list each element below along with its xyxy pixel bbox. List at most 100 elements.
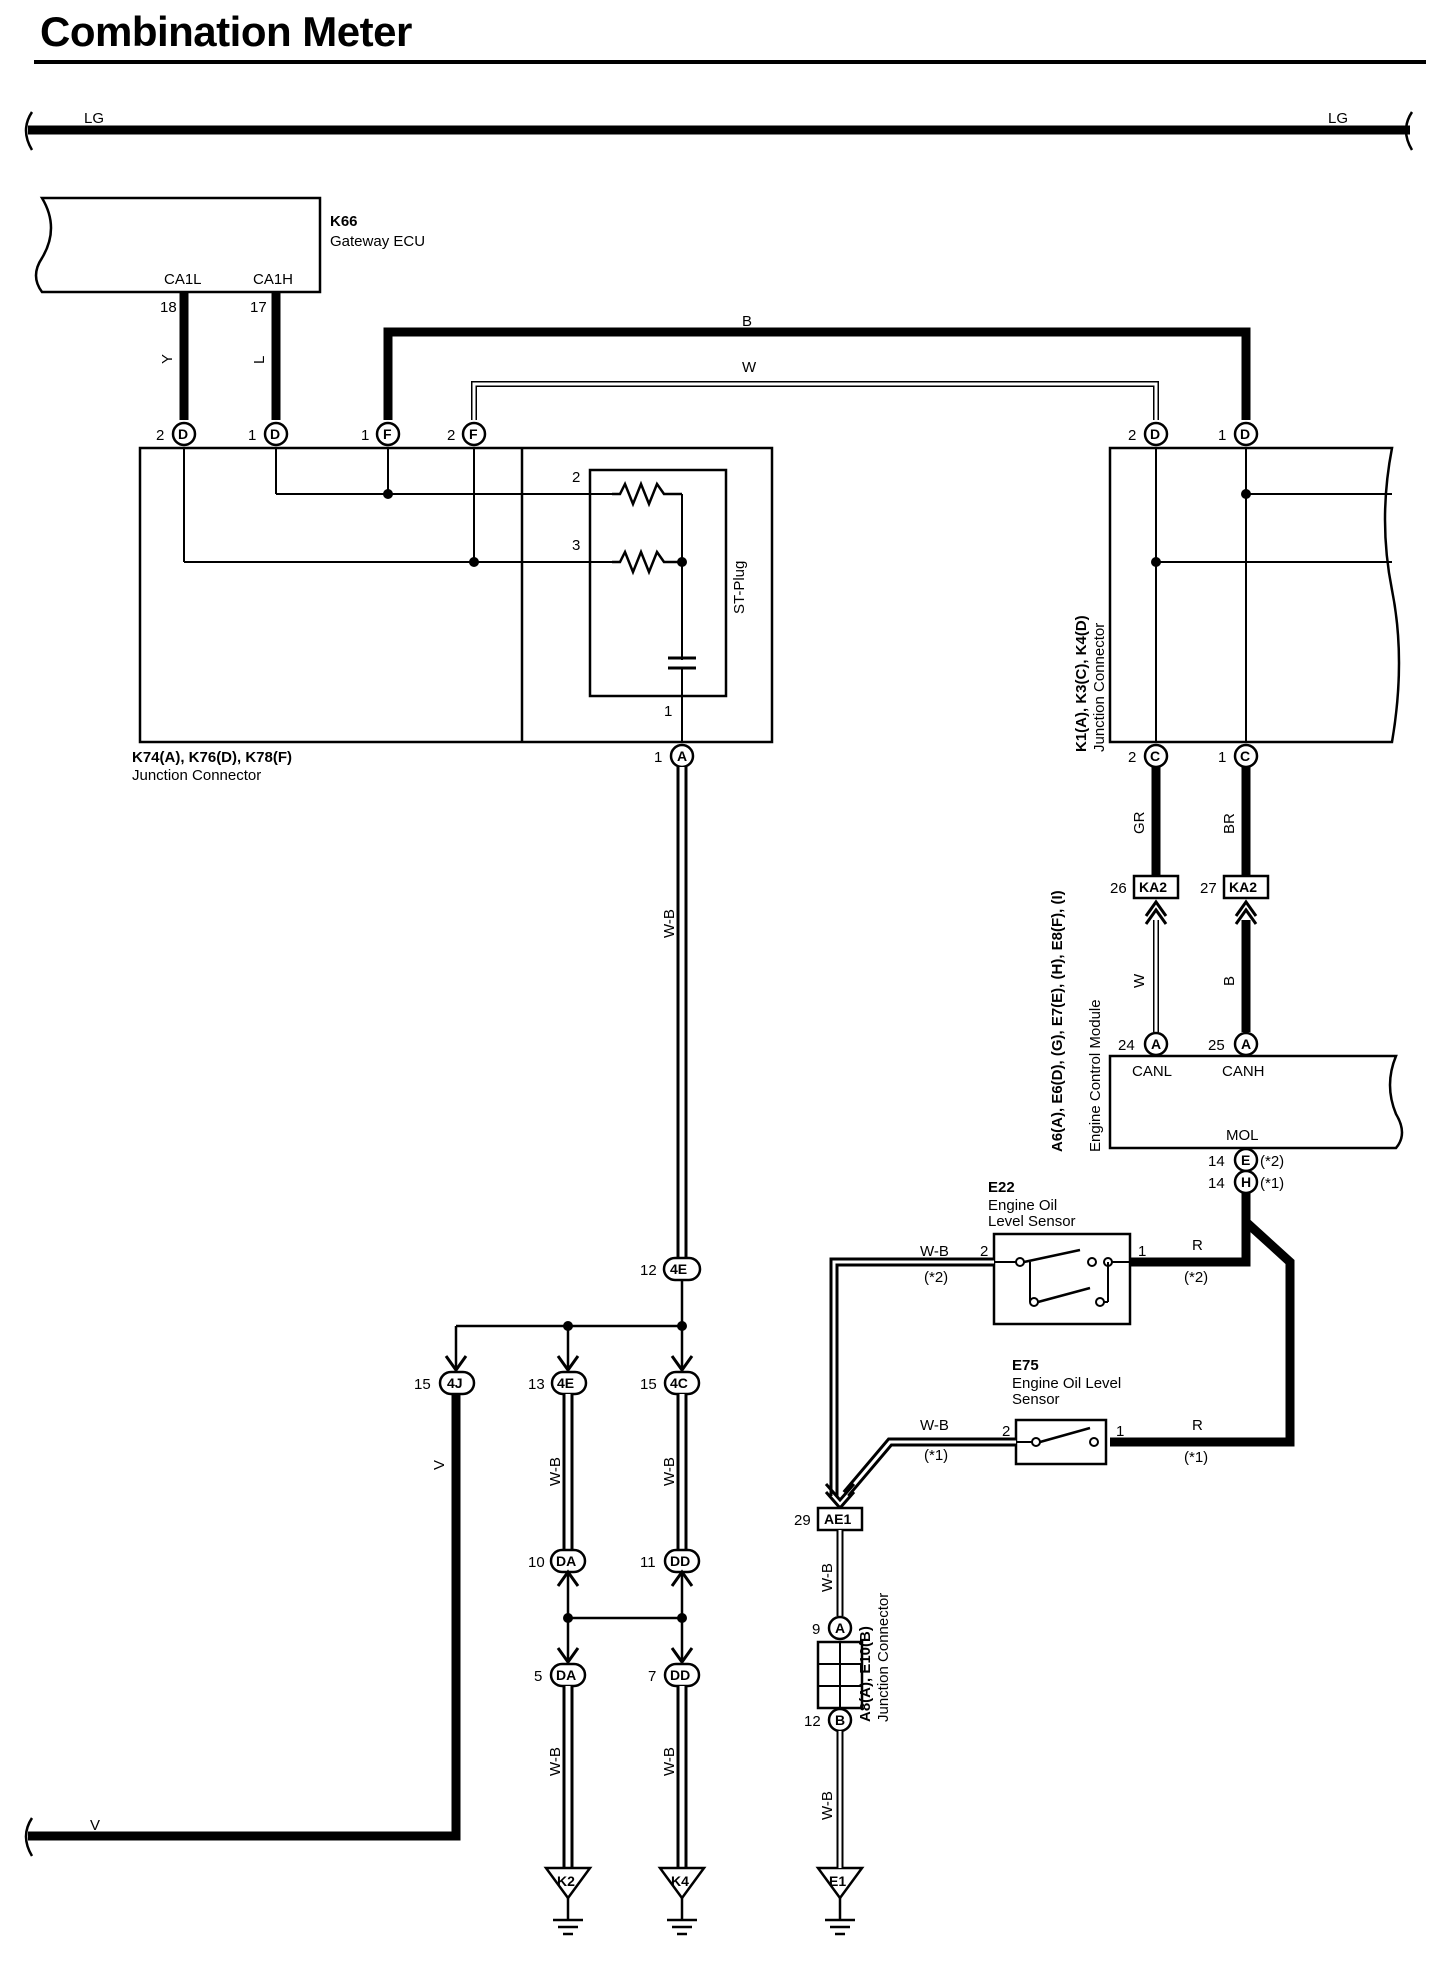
ka2-p27: 27 — [1200, 880, 1217, 897]
k4-label: K4 — [671, 1873, 689, 1889]
resistor-pin-2: 2 — [572, 469, 580, 486]
wire-gr-label: GR — [1131, 811, 1148, 834]
pin-d-2: D — [178, 426, 188, 442]
wb-to-da-dd: W-B W-B DA 10 DD 11 DA 5 DD 7 W-B W-B — [528, 1394, 701, 1868]
v-vertical-label: V — [431, 1460, 448, 1470]
wb-main-wire: W-B — [661, 767, 688, 1258]
page-title: Combination Meter — [40, 8, 412, 55]
ka2-right-label: KA2 — [1229, 879, 1257, 895]
cap-pin-1: 1 — [664, 703, 672, 720]
ae1-label: AE1 — [824, 1511, 851, 1527]
e22-note-left: (*2) — [924, 1269, 948, 1286]
cdd-label-2: DD — [670, 1667, 690, 1683]
c4e-label: 4E — [670, 1261, 687, 1277]
r-e22-label: R — [1192, 1237, 1203, 1254]
ecm-code: A6(A), E6(D), (G), E7(E), (H), E8(F), (I… — [1049, 890, 1066, 1152]
e75-p2: 2 — [1002, 1423, 1010, 1440]
wb-dd-label: W-B — [661, 1457, 678, 1486]
wb-k4-label: W-B — [661, 1747, 678, 1776]
jc-right-name: Junction Connector — [1091, 623, 1108, 752]
wire-w-top-label: W — [742, 359, 757, 376]
sensor-e75: E75 Engine Oil Level Sensor 2 1 W-B (*1) — [920, 1357, 1124, 1466]
wire-b-top-label: B — [742, 313, 752, 330]
wb-ae1-label: W-B — [819, 1563, 836, 1592]
e75-wb-label: W-B — [920, 1417, 949, 1434]
c4j-label: 4J — [447, 1375, 463, 1391]
cdd-label-1: DD — [670, 1553, 690, 1569]
cda-label-2: DA — [556, 1667, 576, 1683]
r-e75-label: R — [1192, 1417, 1203, 1434]
wb-k2-label: W-B — [547, 1747, 564, 1776]
rpin-num-1c: 1 — [1218, 749, 1226, 766]
wb-sensor-wires — [824, 1257, 1016, 1511]
pin-ca1l: CA1L — [164, 271, 202, 288]
e75-name2: Sensor — [1012, 1391, 1060, 1408]
e22-code: E22 — [988, 1179, 1015, 1196]
ecm-canl: CANL — [1132, 1063, 1172, 1080]
connector-row-4: 4J 15 4E 13 4C 15 — [414, 1370, 701, 1396]
junction-connector-left: 2 3 1 ST-Plug K74(A), K76(D), K78(F) Jun… — [132, 446, 774, 784]
pin-num-1d: 1 — [248, 427, 256, 444]
p5-label: 5 — [534, 1668, 542, 1685]
jc-left-name: Junction Connector — [132, 767, 261, 784]
c4e-row-label: 4E — [557, 1375, 574, 1391]
k2-label: K2 — [557, 1873, 575, 1889]
st-plug-label: ST-Plug — [731, 561, 748, 614]
e75-code: E75 — [1012, 1357, 1039, 1374]
p13-label: 13 — [528, 1376, 545, 1393]
wb-e1-label: W-B — [819, 1791, 836, 1820]
e22-name2: Level Sensor — [988, 1213, 1076, 1230]
ecm-pin-h: H — [1241, 1174, 1251, 1190]
pin-f-1: F — [383, 426, 392, 442]
ecm-note1: (*1) — [1260, 1175, 1284, 1192]
jcb-name: Junction Connector — [875, 1593, 892, 1722]
jcb-pin-a: A — [835, 1620, 845, 1636]
wire-b-ecm-label: B — [1221, 976, 1238, 986]
rpin-num-1d: 1 — [1218, 427, 1226, 444]
gateway-name: Gateway ECU — [330, 233, 425, 250]
pin-num-1a: 1 — [654, 749, 662, 766]
v-wire: V V — [24, 1394, 461, 1857]
pin-num-2f: 2 — [447, 427, 455, 444]
pin-num-2d: 2 — [156, 427, 164, 444]
c4c-label: 4C — [670, 1375, 688, 1391]
jcb-pin-b: B — [835, 1712, 845, 1728]
ecm-p14e: 14 — [1208, 1153, 1225, 1170]
wire-y-label: Y — [159, 354, 176, 364]
junction-connector-right: D 2 D 1 C 2 C 1 K1(A), K3(C), K4(D) Junc… — [1073, 421, 1401, 769]
p12-label: 12 — [640, 1262, 657, 1279]
rpin-c-2: C — [1150, 748, 1160, 764]
ecm-mol: MOL — [1226, 1127, 1259, 1144]
ecm-p24: 24 — [1118, 1037, 1135, 1054]
lg-label-right: LG — [1328, 110, 1348, 127]
p15a-label: 15 — [414, 1376, 431, 1393]
jcb-code: A8(A), E10(B) — [857, 1626, 874, 1722]
e75-note-left: (*1) — [924, 1447, 948, 1464]
wire-l-label: L — [251, 356, 268, 364]
lg-bus: LG LG — [24, 110, 1414, 151]
jcb-p12: 12 — [804, 1713, 821, 1730]
engine-control-module: A 24 A 25 CANL CANH MOL A6(A), E6(D), (G… — [1049, 890, 1404, 1195]
ecm-pin-a25: A — [1241, 1036, 1251, 1052]
pin-a-1: A — [677, 748, 687, 764]
rpin-num-2c: 2 — [1128, 749, 1136, 766]
wire-br-label: BR — [1221, 813, 1238, 834]
e75-p1: 1 — [1116, 1423, 1124, 1440]
connector-ae1: AE1 29 — [794, 1506, 864, 1532]
e75-name1: Engine Oil Level — [1012, 1375, 1121, 1392]
gateway-code: K66 — [330, 213, 358, 230]
ecm-note2: (*2) — [1260, 1153, 1284, 1170]
pin-ca1h: CA1H — [253, 271, 293, 288]
rpin-num-2d: 2 — [1128, 427, 1136, 444]
p7-label: 7 — [648, 1668, 656, 1685]
ka2-left-label: KA2 — [1139, 879, 1167, 895]
rpin-c-1: C — [1240, 748, 1250, 764]
p11-label: 11 — [640, 1554, 656, 1571]
ground-k4: K4 — [658, 1866, 706, 1936]
connector-4e-top: 4E 12 — [640, 1256, 702, 1282]
e22-p2: 2 — [980, 1243, 988, 1260]
e75-note-right: (*1) — [1184, 1449, 1208, 1466]
e1-label: E1 — [829, 1873, 846, 1889]
ecm-canh: CANH — [1222, 1063, 1265, 1080]
wb-da-label: W-B — [547, 1457, 564, 1486]
